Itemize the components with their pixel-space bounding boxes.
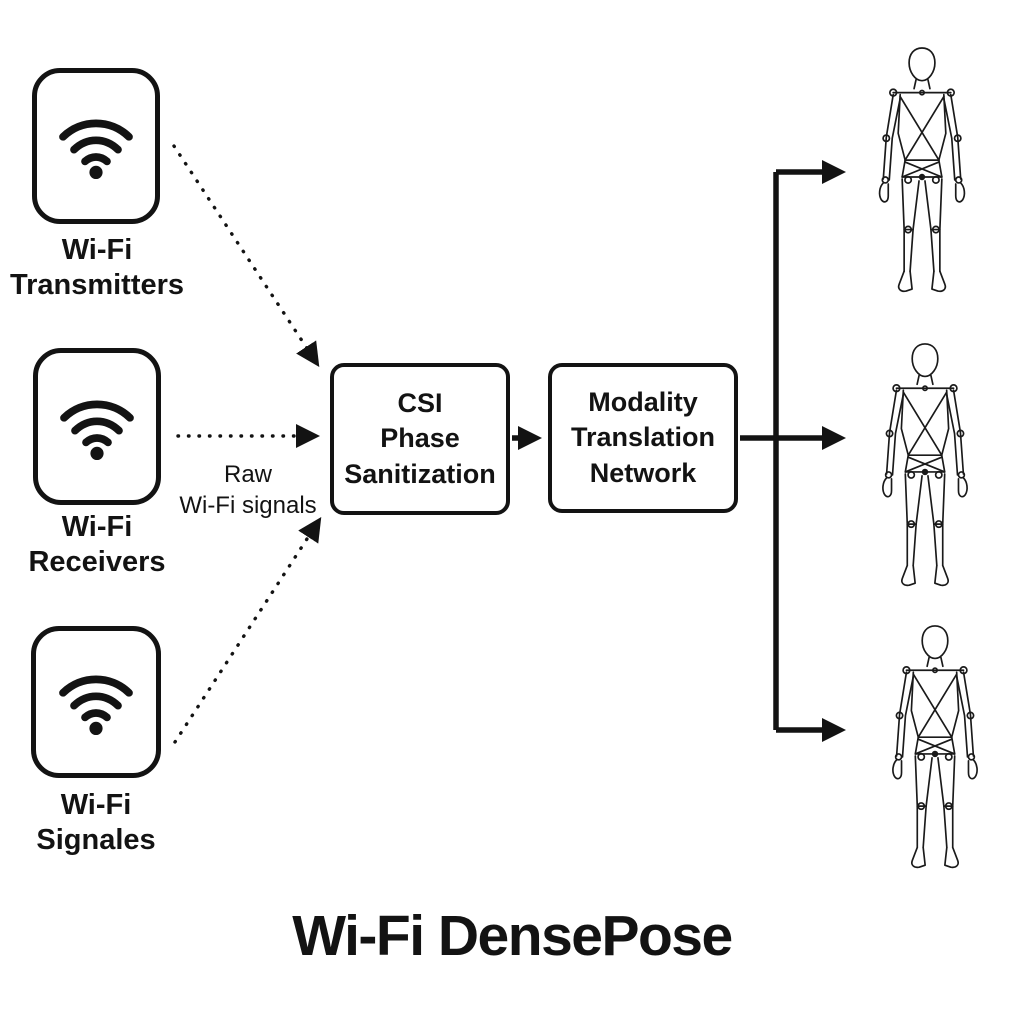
human-pose-figure-1 bbox=[858, 44, 986, 302]
wifi-icon bbox=[53, 383, 141, 471]
human-pose-figure-2 bbox=[862, 340, 988, 596]
wifi-transmitters-label: Wi-Fi Transmitters bbox=[9, 234, 185, 302]
diagram-title: Wi-Fi DensePose bbox=[292, 904, 733, 968]
wifi-receivers-label: Wi-Fi Receivers bbox=[28, 511, 166, 579]
raw-wifi-signals-label: Raw Wi-Fi signals bbox=[179, 461, 317, 520]
wifi-signals-node bbox=[31, 626, 161, 778]
wifi-icon bbox=[52, 102, 140, 190]
human-pose-figure-3 bbox=[874, 622, 996, 878]
wifi-icon bbox=[52, 658, 140, 746]
wifi-signals-label: Wi-Fi Signales bbox=[36, 789, 156, 857]
modality-translation-network-box: Modality Translation Network bbox=[548, 363, 738, 513]
wifi-receivers-node bbox=[33, 348, 161, 505]
csi-phase-sanitization-box: CSI Phase Sanitization bbox=[330, 363, 510, 515]
wifi-transmitters-node bbox=[32, 68, 160, 224]
